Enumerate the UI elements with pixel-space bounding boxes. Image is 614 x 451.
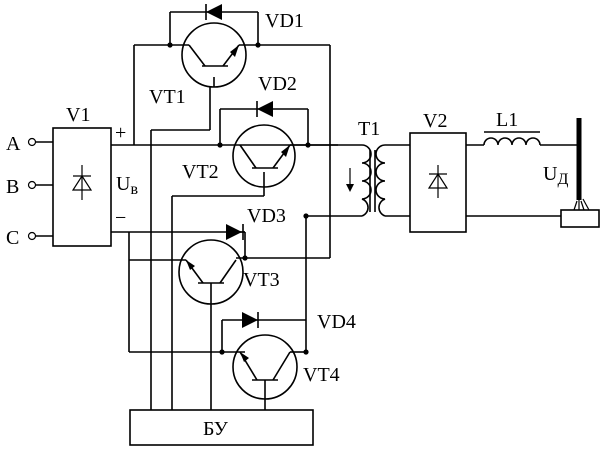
input-label-c: C bbox=[6, 227, 19, 249]
diode-vd1 bbox=[167, 4, 261, 48]
transformer-t1: T1 bbox=[338, 118, 410, 217]
transistor-vt1 bbox=[181, 22, 247, 88]
transistor-vt4-label: VT4 bbox=[303, 364, 340, 386]
diode-vd3 bbox=[226, 224, 248, 261]
polarity-minus: − bbox=[115, 207, 126, 229]
control-unit: БУ bbox=[129, 87, 314, 446]
rectifier-v1: V1 bbox=[52, 104, 112, 247]
input-label-a: A bbox=[6, 133, 21, 155]
diode-vd3-label: VD3 bbox=[247, 205, 286, 227]
output-load: UД bbox=[466, 118, 600, 228]
rectifier-v2-label: V2 bbox=[423, 110, 447, 132]
diode-vd2 bbox=[217, 101, 311, 148]
transistor-vt2 bbox=[232, 124, 296, 188]
inductor-l1: L1 bbox=[466, 109, 577, 146]
control-unit-label: БУ bbox=[203, 418, 229, 440]
diode-vd4 bbox=[219, 312, 309, 355]
dc-voltage-label: Uв bbox=[116, 173, 138, 198]
diode-vd1-label: VD1 bbox=[265, 10, 304, 32]
diode-vd4-label: VD4 bbox=[317, 311, 356, 333]
inductor-l1-label: L1 bbox=[496, 109, 518, 131]
polarity-plus: + bbox=[115, 122, 126, 144]
input-terminals: A B C bbox=[6, 133, 53, 249]
dc-buses bbox=[111, 44, 338, 353]
transistor-vt3-label: VT3 bbox=[243, 269, 280, 291]
diode-vd2-label: VD2 bbox=[258, 73, 297, 95]
transformer-t1-label: T1 bbox=[358, 118, 380, 140]
transistor-vt3 bbox=[178, 239, 244, 305]
transistor-vt4 bbox=[232, 334, 298, 400]
transistor-vt2-label: VT2 bbox=[182, 161, 219, 183]
rectifier-v1-label: V1 bbox=[66, 104, 90, 126]
output-voltage-label: UД bbox=[543, 163, 568, 188]
rectifier-v2: V2 bbox=[409, 110, 467, 233]
transistor-vt1-label: VT1 bbox=[149, 86, 186, 108]
input-label-b: B bbox=[6, 176, 19, 198]
